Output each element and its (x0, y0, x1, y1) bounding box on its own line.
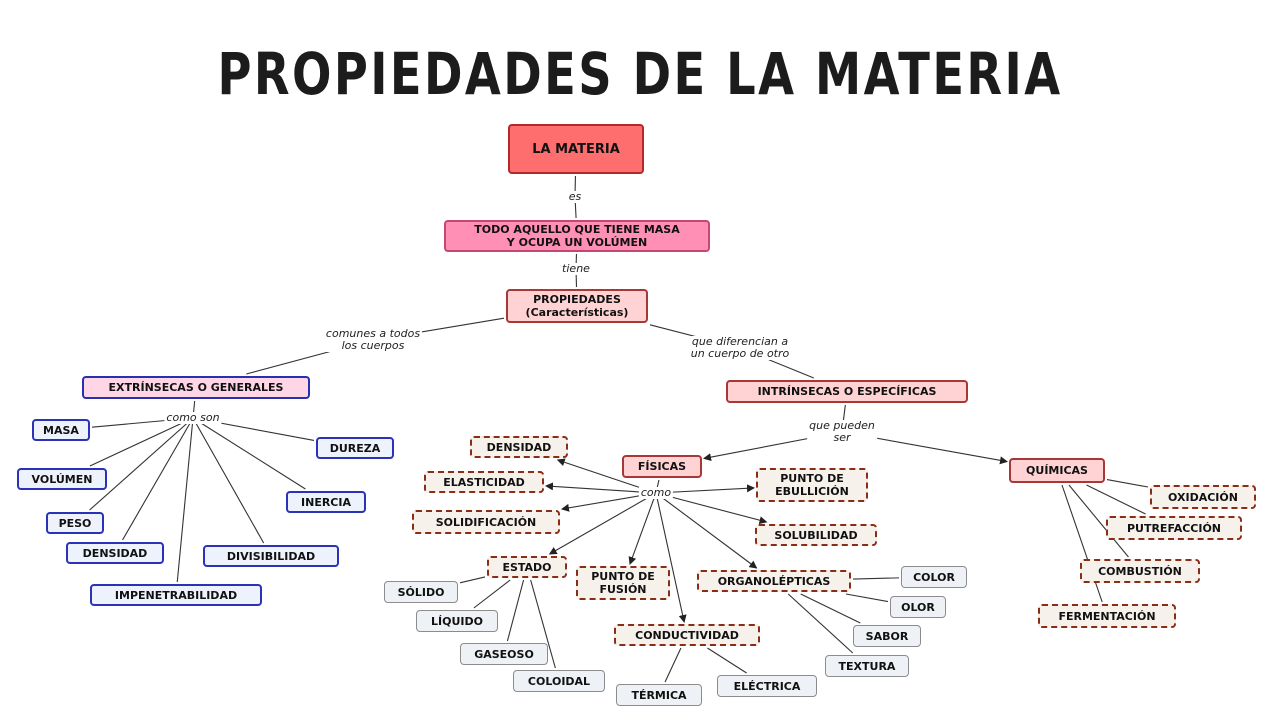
concept-node-densidad_g: DENSIDAD (66, 542, 164, 564)
connector-quimicas-fermentacion (1061, 484, 1103, 603)
link-label-como: como (638, 486, 674, 499)
concept-node-textura: TEXTURA (825, 655, 909, 677)
concept-node-combustion: COMBUSTIÓN (1080, 559, 1200, 583)
link-label-es: es (566, 190, 584, 203)
concept-node-sabor: SABOR (853, 625, 921, 647)
connector-quimicas-combustion (1068, 484, 1129, 558)
concept-node-electrica: ELÉCTRICA (717, 675, 817, 697)
link-label-tiene: tiene (560, 262, 592, 275)
concept-node-coloidal: COLOIDAL (513, 670, 605, 692)
concept-node-fisicas: FÍSICAS (622, 455, 702, 478)
concept-node-solubilidad: SOLUBILIDAD (755, 524, 877, 546)
connector-lbl_como-fusion (628, 492, 657, 565)
concept-node-olor: OLOR (890, 596, 946, 618)
concept-node-masa: MASA (32, 419, 90, 441)
concept-node-dureza: DUREZA (316, 437, 394, 459)
concept-node-conductividad: CONDUCTIVIDAD (614, 624, 760, 646)
concept-node-elasticidad: ELASTICIDAD (424, 471, 544, 493)
connector-quimicas-putrefaccion (1086, 484, 1146, 515)
connector-organolepticas-color (852, 577, 900, 580)
connector-estado-liquido (473, 579, 511, 609)
link-label-comunes: comunes a todos los cuerpos (323, 327, 423, 352)
concept-node-fusion: PUNTO DE FUSIÓN (576, 566, 670, 600)
concept-node-inercia: INERCIA (286, 491, 366, 513)
connector-organolepticas-sabor (800, 593, 861, 624)
concept-node-impenetrabilidad: IMPENETRABILIDAD (90, 584, 262, 606)
connector-lbl_comoson-impenetrabilidad (176, 417, 194, 583)
link-label-pueden: que pueden ser (807, 419, 877, 444)
concept-node-putrefaccion: PUTREFACCIÓN (1106, 516, 1242, 540)
connector-lbl_como-solubilidad (655, 492, 768, 525)
concept-node-intrinsecas: INTRÍNSECAS O ESPECÍFICAS (726, 380, 968, 403)
concept-node-materia: LA MATERIA (508, 124, 644, 174)
connector-lbl_comoson-divisibilidad (192, 417, 265, 544)
concept-node-todo: TODO AQUELLO QUE TIENE MASA Y OCUPA UN V… (444, 220, 710, 252)
connector-quimicas-oxidacion (1106, 479, 1149, 488)
concept-node-ebullicion: PUNTO DE EBULLICIÓN (756, 468, 868, 502)
concept-node-oxidacion: OXIDACIÓN (1150, 485, 1256, 509)
concept-node-quimicas: QUÍMICAS (1009, 458, 1105, 483)
connector-lbl_comoson-volumen (89, 417, 194, 467)
connector-estado-coloidal (530, 579, 556, 669)
concept-node-solidificacion: SOLIDIFICACIÓN (412, 510, 560, 534)
connector-conductividad-termica (664, 647, 682, 683)
concept-node-liquido: LÍQUIDO (416, 610, 498, 632)
connector-estado-gaseoso (506, 579, 525, 642)
connector-lbl_comoson-densidad_g (122, 417, 194, 541)
concept-node-divisibilidad: DIVISIBILIDAD (203, 545, 339, 567)
concept-node-propiedades: PROPIEDADES (Características) (506, 289, 648, 323)
connector-lbl_como-conductividad (655, 492, 687, 623)
concept-node-termica: TÉRMICA (616, 684, 702, 706)
concept-node-volumen: VOLÚMEN (17, 468, 107, 490)
concept-node-extrinsecas: EXTRÍNSECAS O GENERALES (82, 376, 310, 399)
connector-lbl_comoson-inercia (192, 417, 306, 490)
concept-node-fermentacion: FERMENTACIÓN (1038, 604, 1176, 628)
connector-lbl_como-estado (548, 492, 657, 555)
connector-lbl_como-organolepticas (655, 492, 758, 569)
concept-node-peso: PESO (46, 512, 104, 534)
concept-node-color: COLOR (901, 566, 967, 588)
connector-lbl_como-elasticidad (545, 482, 657, 494)
page-title: PROPIEDADES DE LA MATERIA (217, 40, 1063, 108)
concept-node-organolepticas: ORGANOLÉPTICAS (697, 570, 851, 592)
link-label-diferencian: que diferencian a un cuerpo de otro (688, 335, 792, 360)
connector-organolepticas-olor (845, 593, 889, 603)
concept-node-solido: SÓLIDO (384, 581, 458, 603)
connector-organolepticas-textura (787, 593, 854, 654)
concept-node-densidad_f: DENSIDAD (470, 436, 568, 458)
connector-conductividad-electrica (707, 647, 747, 674)
concept-node-gaseoso: GASEOSO (460, 643, 548, 665)
connector-lbl_comoson-peso (89, 417, 194, 511)
connector-estado-solido (459, 576, 486, 584)
link-label-comoson: como son (164, 411, 222, 424)
concept-node-estado: ESTADO (487, 556, 567, 578)
